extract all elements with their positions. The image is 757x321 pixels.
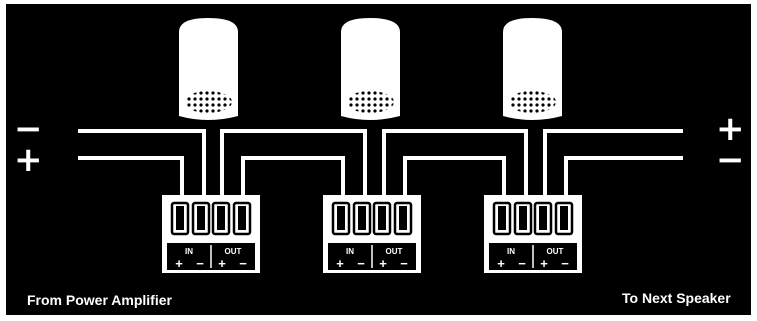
terminal-slot-inner [217,206,225,230]
speaker-2 [341,18,400,120]
terminal-slot-inner [560,206,568,230]
wire-b2-out-top [382,129,528,215]
terminal-in-label: IN [507,247,515,256]
wire-b1-out-top [220,129,367,215]
terminal-out-minus: − [561,256,569,271]
left-minus-sign: − [14,109,43,149]
terminal-slot-inner [498,206,506,230]
terminal-slot-inner [519,206,527,230]
terminal-in-label: IN [185,247,193,256]
speaker-2-grille [346,91,394,113]
speaker-1 [179,18,238,120]
terminal-slot-inner [378,206,386,230]
terminal-in-plus: + [336,256,344,271]
terminal-slot-inner [197,206,205,230]
terminal-slot-inner [238,206,246,230]
terminal-slot-inner [358,206,366,230]
terminal-in-plus: + [175,256,183,271]
terminal-slot-inner [399,206,407,230]
terminal-in-plus: + [497,256,505,271]
terminal-slot-inner [539,206,547,230]
terminal-out-minus: − [239,256,247,271]
terminal-in-minus: − [518,256,526,271]
wire-b2-out-bottom [403,156,506,215]
terminal-out-minus: − [400,256,408,271]
wire-b3-out-bottom [564,156,683,215]
speaker-3 [503,18,562,120]
wire-top-left [78,129,206,215]
terminal-out-plus: + [540,256,548,271]
right-plus-sign: + [716,109,745,149]
left-plus-sign: + [14,140,43,180]
terminal-out-plus: + [218,256,226,271]
wire-b1-out-bottom [241,156,345,215]
terminal-out-label: OUT [386,247,403,256]
speaker-1-grille [184,91,232,113]
right-minus-sign: − [716,140,745,180]
terminal-in-minus: − [357,256,365,271]
caption-to-next-speaker: To Next Speaker [622,290,731,306]
speaker-3-grille [508,91,556,113]
caption-from-amplifier: From Power Amplifier [27,292,172,308]
terminal-in-minus: − [196,256,204,271]
terminal-out-plus: + [379,256,387,271]
terminal-in-label: IN [346,247,354,256]
wire-b3-out-top [543,129,683,215]
terminal-slot-inner [337,206,345,230]
terminal-out-label: OUT [225,247,242,256]
terminal-slot-inner [176,206,184,230]
terminal-out-label: OUT [547,247,564,256]
